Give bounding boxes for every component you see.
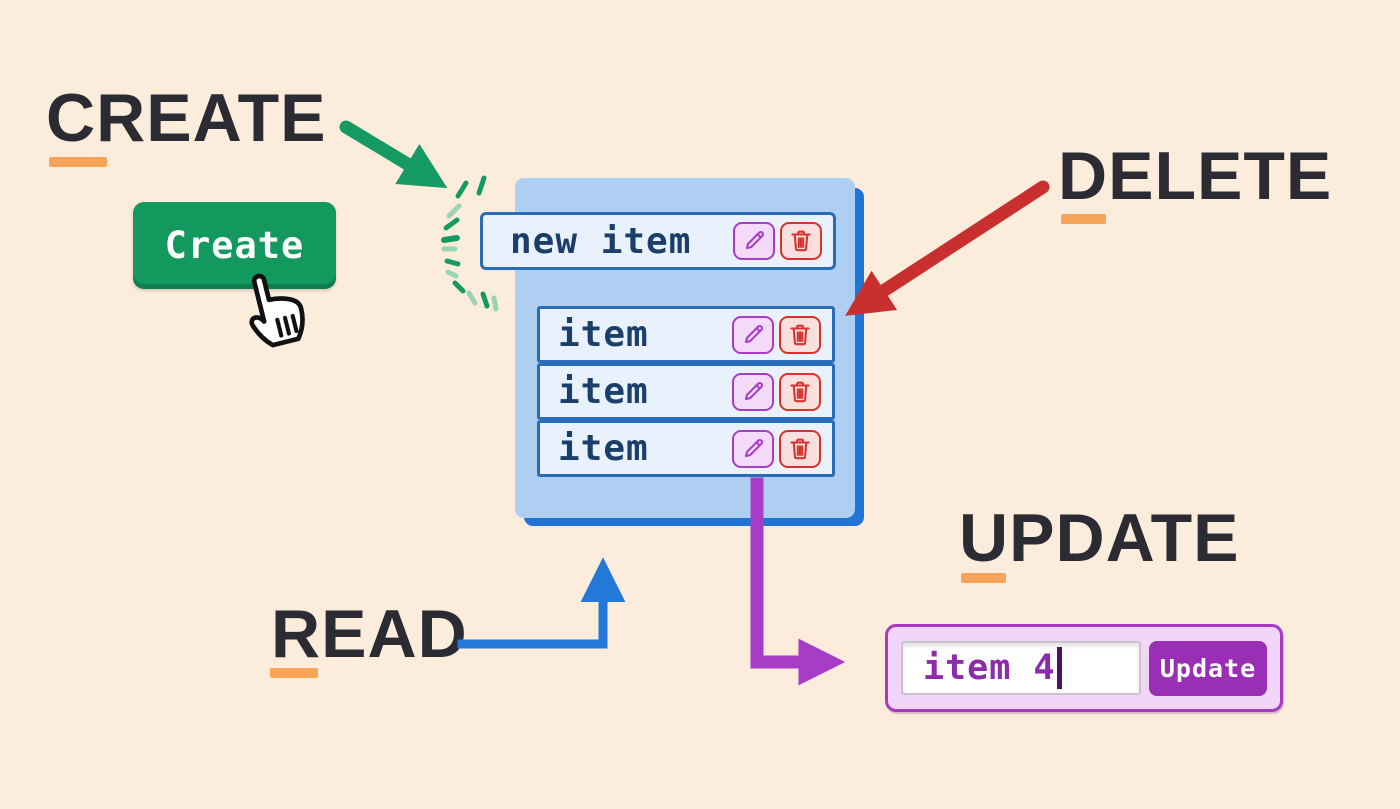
update-heading: UPDATE xyxy=(959,500,1240,576)
row-actions xyxy=(732,372,821,411)
edit-item-button[interactable] xyxy=(732,372,774,411)
item-label: item xyxy=(558,428,649,469)
list-item-row: item xyxy=(537,363,835,420)
edit-item-button[interactable] xyxy=(732,315,774,354)
new-item-row: new item xyxy=(480,212,836,270)
update-widget: item 4 Update xyxy=(885,624,1283,712)
trash-icon xyxy=(790,381,810,402)
create-heading-underline xyxy=(49,157,107,167)
pencil-icon xyxy=(744,324,764,343)
item-label: item xyxy=(558,371,649,412)
update-heading-underline xyxy=(961,573,1006,583)
edit-item-button[interactable] xyxy=(732,429,774,468)
delete-item-button[interactable] xyxy=(779,372,821,411)
item-label: item xyxy=(558,314,649,355)
delete-heading: DELETE xyxy=(1058,138,1333,214)
read-arrow xyxy=(457,557,626,649)
text-cursor xyxy=(1057,647,1063,689)
list-item-row: item xyxy=(537,306,835,363)
edit-item-button[interactable] xyxy=(733,222,775,260)
read-heading: READ xyxy=(271,596,468,672)
pencil-icon xyxy=(744,381,764,400)
delete-arrow xyxy=(845,180,1050,316)
pencil-icon xyxy=(744,438,764,457)
create-heading: CREATE xyxy=(46,80,327,156)
trash-icon xyxy=(790,324,810,345)
row-actions xyxy=(732,429,821,468)
row-actions xyxy=(732,315,821,354)
row-actions xyxy=(733,222,822,260)
update-button[interactable]: Update xyxy=(1149,640,1267,696)
list-item-row: item xyxy=(537,420,835,477)
delete-item-button[interactable] xyxy=(779,429,821,468)
read-heading-underline xyxy=(270,668,318,678)
pencil-icon xyxy=(745,230,765,250)
delete-heading-underline xyxy=(1061,214,1106,224)
update-input[interactable]: item 4 xyxy=(901,641,1141,695)
create-button[interactable]: Create xyxy=(133,202,336,289)
update-input-value: item 4 xyxy=(923,648,1056,688)
trash-icon xyxy=(790,438,810,459)
new-item-label: new item xyxy=(510,220,692,262)
delete-item-button[interactable] xyxy=(779,315,821,354)
trash-icon xyxy=(791,230,811,252)
delete-item-button[interactable] xyxy=(780,222,822,260)
create-arrow xyxy=(339,120,448,189)
